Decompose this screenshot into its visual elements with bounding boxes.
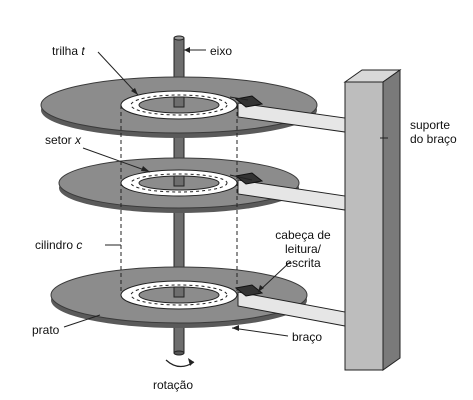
arm-middle (234, 172, 346, 211)
label-cabeca-line2: leitura/ (284, 242, 322, 256)
label-cabeca-line1: cabeça de (275, 228, 331, 242)
braco-arrowhead (232, 325, 239, 331)
label-cilindro-text: cilindro (35, 238, 74, 252)
arm-support (343, 69, 402, 371)
label-trilha-var: t (81, 44, 85, 58)
label-cabeca-line3: escrita (285, 256, 321, 270)
label-cilindro: cilindro c (35, 238, 82, 252)
label-setor-var: x (75, 133, 82, 147)
setor-arrowhead (141, 166, 150, 172)
rotation-arrow (165, 358, 195, 368)
trilha-arrowhead (131, 88, 138, 95)
cabeca-arrowhead (258, 285, 264, 292)
label-braco: braço (292, 330, 323, 344)
label-trilha-text: trilha (52, 44, 79, 58)
label-rotacao: rotação (153, 378, 194, 392)
label-suporte-line2: do braço (410, 132, 457, 146)
eixo-arrowhead (184, 47, 190, 53)
platter-top (40, 76, 318, 138)
label-setor: setor x (45, 133, 81, 147)
label-suporte-line1: suporte (410, 118, 451, 132)
label-cabeca: cabeça de leitura/ escrita (264, 228, 342, 270)
label-suporte: suporte do braço (410, 118, 457, 146)
cylinder-outline (120, 105, 238, 295)
label-eixo: eixo (210, 44, 233, 58)
label-trilha: trilha t (52, 44, 85, 58)
arm-bottom (234, 284, 346, 327)
label-prato: prato (32, 323, 60, 337)
label-cilindro-var: c (76, 238, 83, 252)
label-setor-text: setor (45, 133, 72, 147)
platter-bottom (50, 266, 308, 328)
